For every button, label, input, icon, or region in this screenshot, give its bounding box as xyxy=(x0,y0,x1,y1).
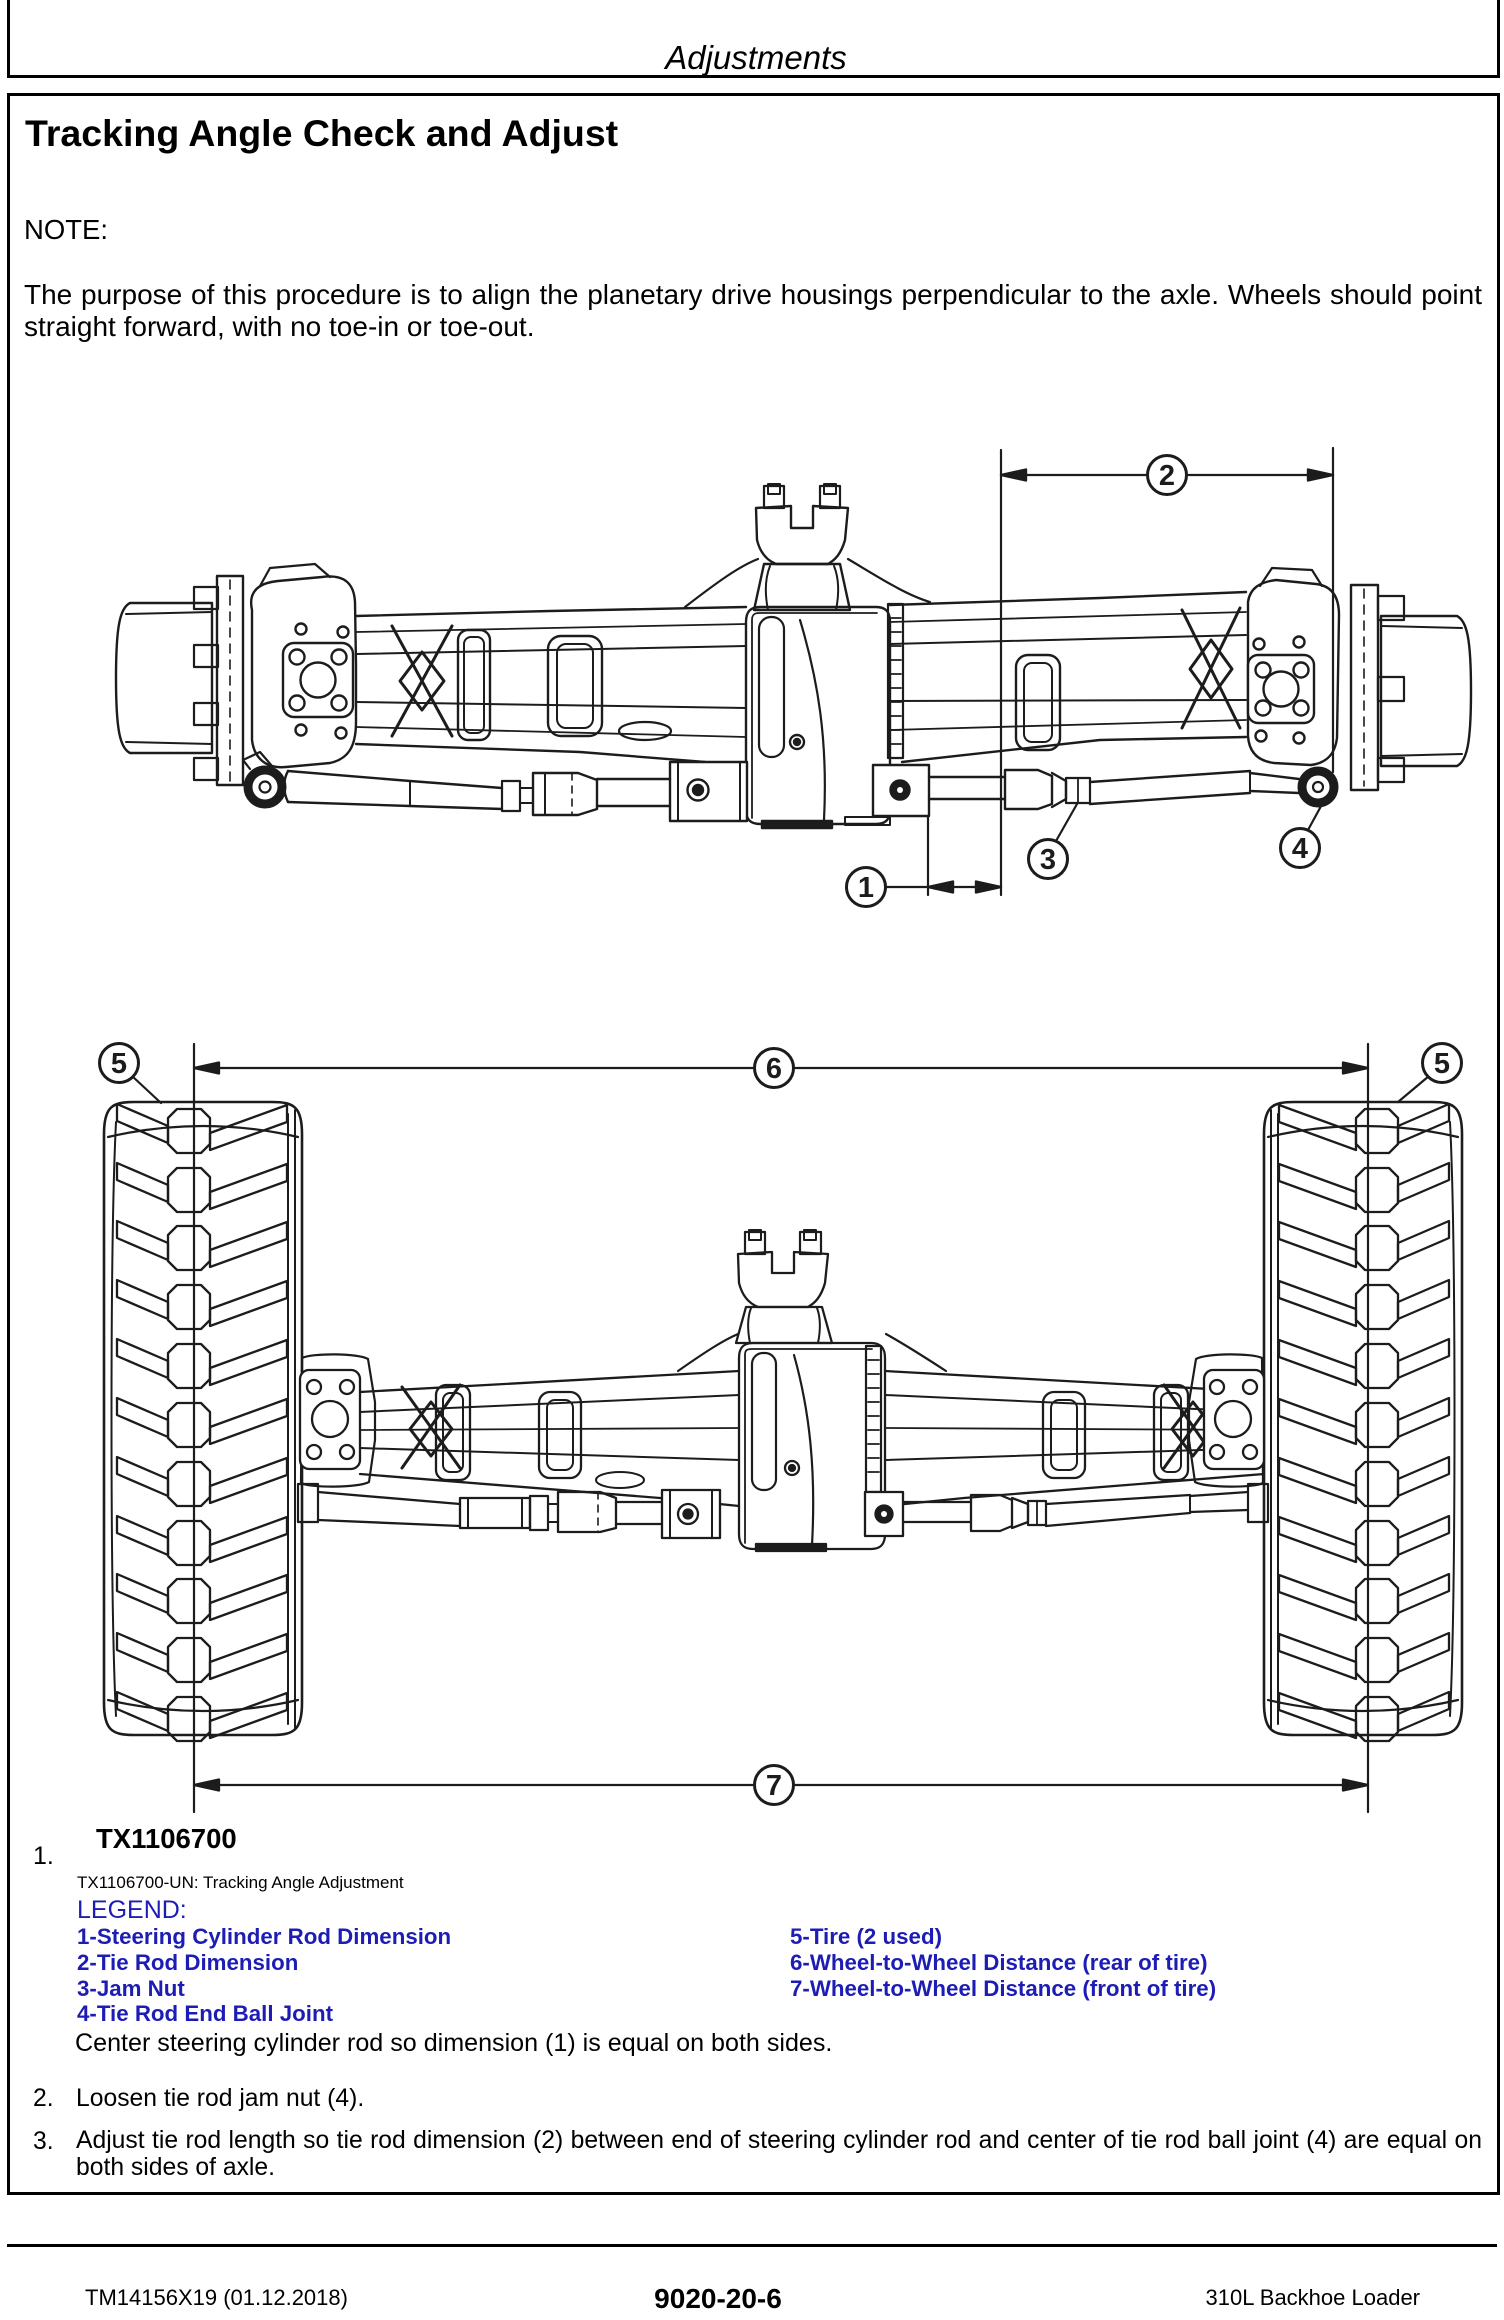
svg-text:2: 2 xyxy=(1159,460,1175,492)
svg-text:7: 7 xyxy=(766,1770,782,1802)
svg-text:1: 1 xyxy=(858,872,874,904)
svg-text:5: 5 xyxy=(111,1048,127,1080)
svg-text:5: 5 xyxy=(1434,1048,1450,1080)
svg-text:6: 6 xyxy=(766,1053,782,1085)
svg-text:4: 4 xyxy=(1292,833,1308,865)
svg-text:3: 3 xyxy=(1040,844,1056,876)
